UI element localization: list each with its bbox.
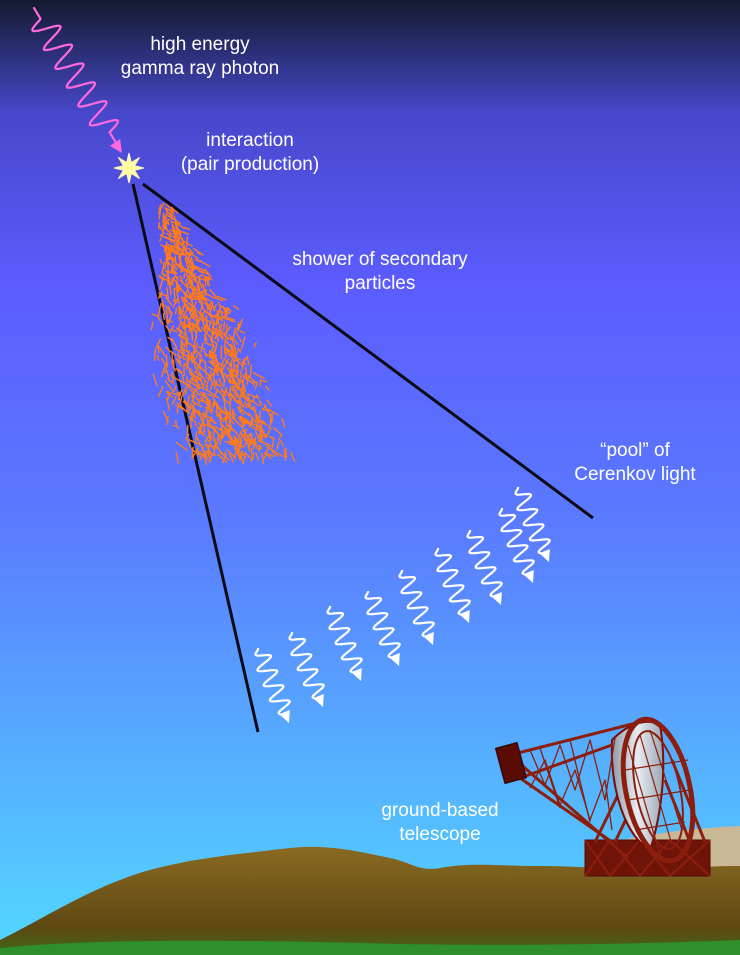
cerenkov-wave (326, 605, 363, 681)
grass-strip (0, 940, 740, 955)
interaction-label-line-1: interaction (206, 130, 294, 151)
cerenkov-wave (466, 529, 503, 605)
shower-label-line-1: shower of secondary (292, 249, 468, 270)
cerenkov-wave (288, 631, 325, 707)
cerenkov-pool-label: “pool” of Cerenkov light (560, 439, 710, 487)
cerenkov-wave-group (254, 486, 551, 723)
telescope-label: ground-based telescope (365, 799, 515, 847)
photon-label-line-1: high energy (150, 34, 250, 55)
cerenkov-wave (398, 569, 435, 645)
telescope (494, 716, 711, 877)
photon-label-line-2: gamma ray photon (120, 58, 280, 79)
telescope-label-line-1: ground-based (381, 800, 499, 821)
shower-particle-tracks (150, 202, 296, 465)
photon-label: high energy gamma ray photon (110, 33, 290, 81)
cerenkov-pool-label-line-1: “pool” of (600, 440, 670, 461)
cerenkov-wave (254, 647, 291, 723)
interaction-flash (113, 152, 145, 184)
cone-right-line (142, 182, 594, 520)
interaction-label: interaction (pair production) (165, 129, 335, 177)
gamma-photon-wave (31, 6, 122, 153)
shower-label-line-2: particles (344, 273, 416, 294)
cone-left-line (131, 183, 260, 733)
cerenkov-wave (498, 507, 535, 583)
ground-terrain (0, 846, 740, 955)
telescope-label-line-2: telescope (399, 824, 481, 845)
shower-label: shower of secondary particles (270, 248, 490, 296)
cerenkov-wave (514, 486, 551, 562)
interaction-label-line-2: (pair production) (180, 154, 320, 175)
cerenkov-wave (364, 590, 401, 666)
cerenkov-wave (434, 547, 471, 623)
particle-shower (150, 202, 296, 465)
cerenkov-pool-label-line-2: Cerenkov light (574, 464, 696, 485)
